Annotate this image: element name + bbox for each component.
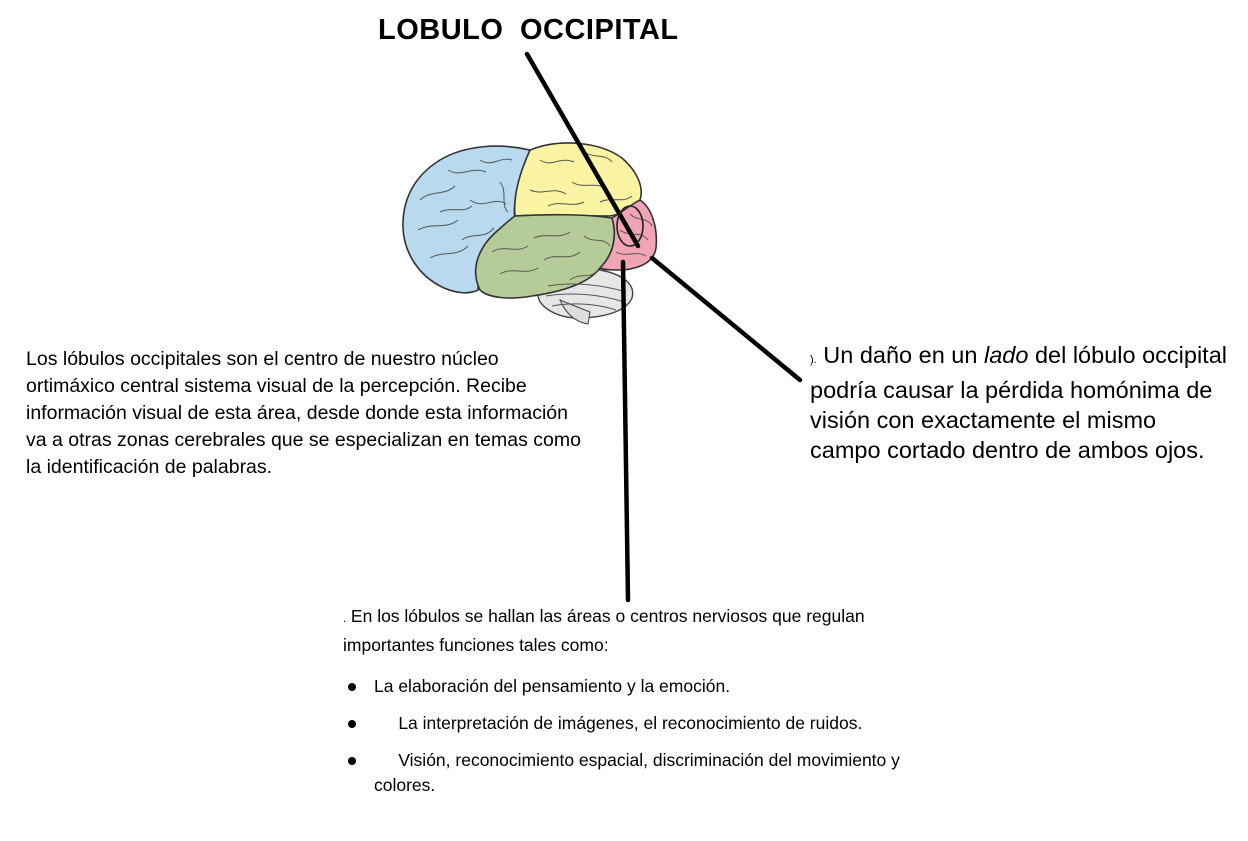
pointer-lines xyxy=(524,51,803,603)
functions-intro-lead: . xyxy=(343,613,347,625)
damage-note-lead: ). xyxy=(810,354,817,366)
bullet-icon xyxy=(348,757,356,765)
damage-note-text-2: del lóbulo occipital podría causar la pé… xyxy=(810,342,1227,463)
functions-intro: . En los lóbulos se hallan las áreas o c… xyxy=(343,603,903,658)
damage-note-italic: lado xyxy=(983,342,1029,368)
temporal-lobe xyxy=(474,213,616,299)
damage-note-text-1: Un daño en un xyxy=(816,342,984,368)
list-item-text: La interpretación de imágenes, el recono… xyxy=(398,713,863,733)
functions-intro-text: En los lóbulos se hallan las áreas o cen… xyxy=(343,606,865,655)
list-item: La interpretación de imágenes, el recono… xyxy=(348,711,908,736)
list-item: La elaboración del pensamiento y la emoc… xyxy=(348,674,908,699)
occipital-description: Los lóbulos occipitales son el centro de… xyxy=(26,348,581,478)
list-item: Visión, reconocimiento espacial, discrim… xyxy=(348,748,908,798)
bullet-icon xyxy=(348,720,356,728)
bullet-icon xyxy=(348,683,356,691)
list-item-text: La elaboración del pensamiento y la emoc… xyxy=(374,676,731,696)
occipital-highlight-ring xyxy=(616,205,644,247)
damage-note: ). Un daño en un lado del lóbulo occipit… xyxy=(810,340,1230,465)
parietal-lobe xyxy=(513,142,642,217)
page-title: LOBULO OCCIPITAL xyxy=(378,14,679,46)
list-item-text: Visión, reconocimiento espacial, discrim… xyxy=(374,750,900,795)
functions-list: La elaboración del pensamiento y la emoc… xyxy=(348,674,908,810)
